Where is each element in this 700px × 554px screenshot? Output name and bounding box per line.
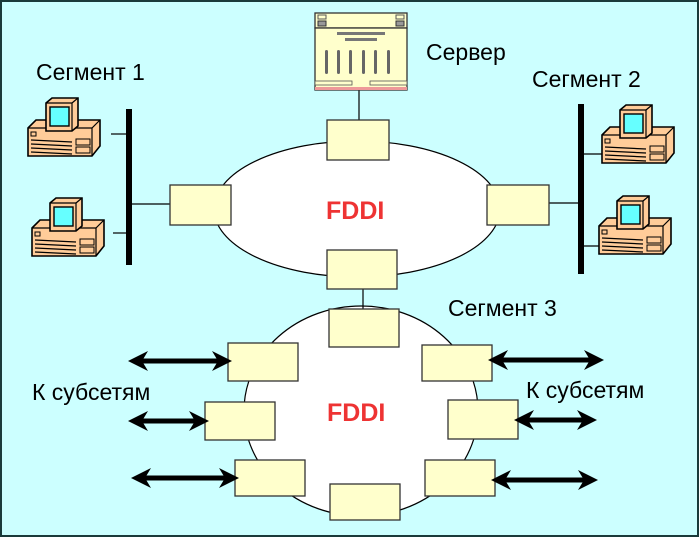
ring-seg3-node-left3[interactable]: [234, 459, 306, 497]
server-icon[interactable]: [314, 12, 408, 91]
label-segment3: Сегмент 3: [448, 295, 557, 321]
ring-seg3-node-left2[interactable]: [204, 401, 276, 441]
ring-main-node-right[interactable]: [486, 184, 550, 226]
ring-seg3-node-bottom[interactable]: [329, 483, 401, 521]
ring-main-node-top[interactable]: [326, 119, 390, 161]
ring-seg3-node-top[interactable]: [328, 308, 400, 348]
ring-seg3-node-right3[interactable]: [424, 459, 496, 497]
ring-main-node-left[interactable]: [169, 184, 232, 226]
label-subnets-right: К субсетям: [526, 377, 644, 403]
segment1-bus: [126, 109, 132, 265]
ring-main-node-bottom[interactable]: [326, 249, 398, 290]
label-fddi-main: FDDI: [326, 197, 384, 225]
label-segment2: Сегмент 2: [532, 66, 641, 92]
ring-seg3-node-right1[interactable]: [421, 344, 493, 382]
ring-seg3-node-left1[interactable]: [227, 342, 299, 382]
ring-seg3-node-right2[interactable]: [447, 399, 519, 440]
segment2-bus: [578, 104, 584, 274]
label-fddi-segment3: FDDI: [327, 399, 385, 427]
label-server: Сервер: [426, 39, 506, 65]
label-subnets-left: К субсетям: [32, 379, 150, 405]
label-segment1: Сегмент 1: [36, 59, 145, 85]
